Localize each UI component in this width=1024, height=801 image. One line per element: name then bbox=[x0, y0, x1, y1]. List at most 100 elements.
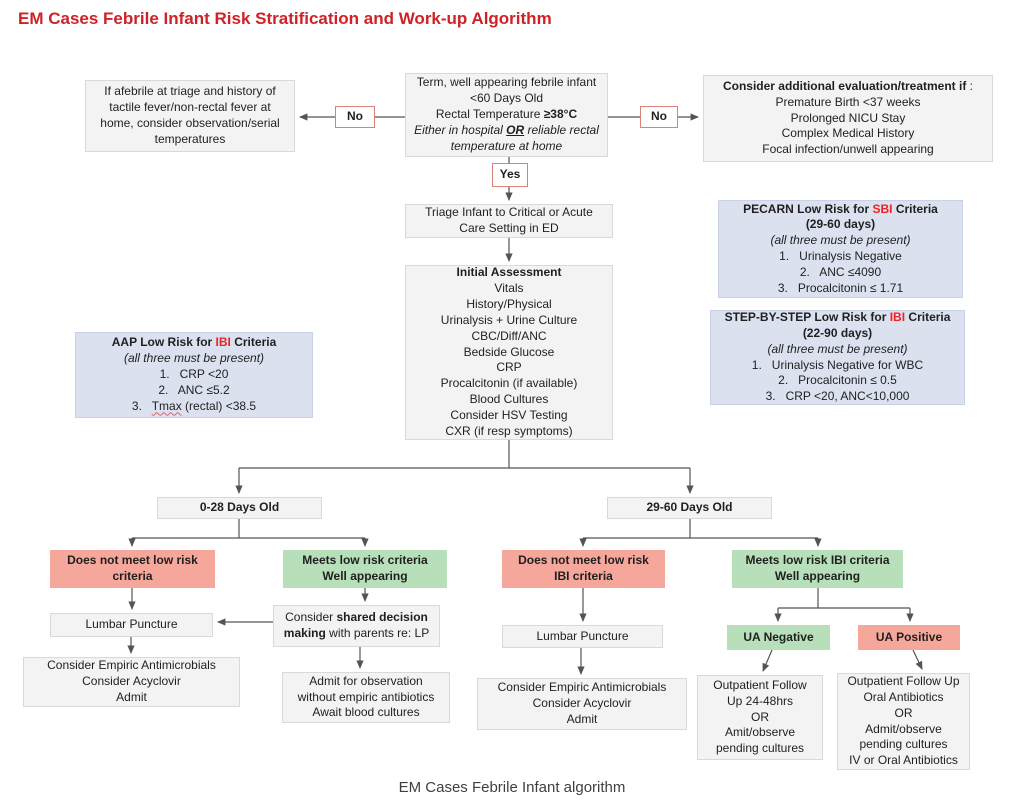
text-line: Procalcitonin (if available) bbox=[440, 376, 578, 391]
text-line: Bedside Glucose bbox=[463, 344, 555, 359]
text-line: No bbox=[651, 109, 667, 124]
text-line: (22-90 days) bbox=[802, 325, 873, 340]
text-line: Either in hospital OR reliable rectal bbox=[410, 123, 603, 139]
lumbar-puncture-right-node: Lumbar Puncture bbox=[502, 625, 663, 648]
text-line: Await blood cultures bbox=[312, 705, 420, 720]
text-line: Outpatient Follow bbox=[713, 677, 807, 692]
afebrile-note-node: If afebrile at triage and history of tac… bbox=[85, 80, 295, 152]
text-segment-bold: Consider additional evaluation/treatment… bbox=[722, 78, 967, 93]
text-line: Oral Antibiotics bbox=[863, 689, 944, 704]
text-line: IBI criteria bbox=[554, 569, 613, 583]
text-line: 2. Procalcitonin ≤ 0.5 bbox=[778, 373, 897, 388]
text-line: <60 Days Old bbox=[469, 91, 544, 106]
text-line: 29-60 Days Old bbox=[646, 500, 733, 515]
text-line: Term, well appearing febrile infant bbox=[416, 75, 597, 90]
text-line: OR bbox=[751, 709, 769, 724]
text-line: Admit for observation bbox=[309, 673, 423, 688]
page-title: EM Cases Febrile Infant Risk Stratificat… bbox=[18, 9, 552, 28]
text-segment: Either in hospital bbox=[414, 122, 507, 137]
low-risk-29-60-node: Meets low risk IBI criteria Well appeari… bbox=[732, 550, 903, 588]
text-line: Care Setting in ED bbox=[459, 221, 559, 235]
start-node: Term, well appearing febrile infant <60 … bbox=[405, 73, 608, 157]
text-line: UA Positive bbox=[875, 629, 943, 644]
text-line: Meets low risk criteria bbox=[302, 553, 428, 568]
text-segment: Rectal Temperature bbox=[435, 107, 544, 122]
text-segment: PECARN Low Risk for bbox=[743, 201, 873, 216]
text-line: Premature Birth <37 weeks bbox=[775, 94, 921, 109]
text-line: Rectal Temperature ≥38°C bbox=[410, 107, 603, 123]
text-segment: STEP-BY-STEP Low Risk for bbox=[724, 310, 890, 325]
text-segment: with parents re: LP bbox=[325, 626, 430, 640]
text-line: Lumbar Puncture bbox=[85, 617, 178, 632]
text-line: Lumbar Puncture bbox=[536, 628, 629, 643]
text-line-title: PECARN Low Risk for SBI Criteria bbox=[723, 202, 958, 218]
text-line: (all three must be present) bbox=[123, 351, 265, 366]
text-line: Admit bbox=[566, 711, 598, 726]
text-line-title: AAP Low Risk for IBI Criteria bbox=[80, 335, 308, 351]
text-line: pending cultures bbox=[859, 737, 948, 752]
text-line: If afebrile at triage and history of bbox=[104, 84, 276, 99]
ua-negative-node: UA Negative bbox=[727, 625, 830, 650]
text-line: Yes bbox=[499, 167, 521, 182]
text-line: Amit/observe bbox=[724, 725, 796, 740]
text-line: temperatures bbox=[154, 131, 226, 146]
text-line: (all three must be present) bbox=[767, 341, 908, 356]
empiric-antimicrobials-left-node: Consider Empiric Antimicrobials Consider… bbox=[23, 657, 240, 707]
text-line: 1. CRP <20 bbox=[159, 367, 229, 382]
text-line: Consider Empiric Antimicrobials bbox=[497, 680, 667, 695]
text-segment: (rectal) <38.5 bbox=[181, 398, 257, 413]
text-line: 1. Urinalysis Negative bbox=[779, 249, 902, 263]
text-line: CXR (if resp symptoms) bbox=[445, 423, 573, 438]
text-line: CBC/Diff/ANC bbox=[471, 328, 547, 343]
low-risk-0-28-node: Meets low risk criteria Well appearing bbox=[283, 550, 447, 588]
text-segment: 3. bbox=[131, 398, 152, 413]
age-29-60-node: 29-60 Days Old bbox=[607, 497, 772, 519]
text-line: Vitals bbox=[494, 281, 524, 296]
text-segment: : bbox=[966, 78, 974, 93]
text-segment: Criteria bbox=[892, 201, 938, 216]
text-line: Admit bbox=[116, 689, 147, 704]
text-line: Up 24-48hrs bbox=[726, 693, 794, 708]
outpatient-ua-negative-node: Outpatient Follow Up 24-48hrs OR Amit/ob… bbox=[697, 675, 823, 760]
aap-criteria-node: AAP Low Risk for IBI Criteria (all three… bbox=[75, 332, 313, 418]
text-segment-bold: making bbox=[283, 626, 326, 640]
triage-node: Triage Infant to Critical or Acute Care … bbox=[405, 204, 613, 238]
text-line: Consider additional evaluation/treatment… bbox=[708, 79, 988, 95]
text-line: UA Negative bbox=[743, 629, 814, 644]
text-line: Consider Acyclovir bbox=[532, 696, 632, 711]
not-low-risk-0-28-node: Does not meet low risk criteria bbox=[50, 550, 215, 588]
text-segment-red: IBI bbox=[215, 335, 231, 350]
text-line: making with parents re: LP bbox=[278, 626, 435, 642]
text-line: (29-60 days) bbox=[805, 217, 876, 232]
text-line: temperature at home bbox=[450, 138, 563, 153]
text-line: Complex Medical History bbox=[781, 126, 915, 141]
text-line: Does not meet low risk bbox=[518, 553, 649, 568]
text-line: Does not meet low risk bbox=[67, 553, 198, 568]
text-line: 2. ANC ≤4090 bbox=[799, 264, 882, 279]
text-line: 3. CRP <20, ANC<10,000 bbox=[765, 389, 910, 404]
not-low-risk-29-60-node: Does not meet low risk IBI criteria bbox=[502, 550, 665, 588]
text-line: Outpatient Follow Up bbox=[847, 674, 960, 689]
text-line: 0-28 Days Old bbox=[199, 500, 280, 515]
outpatient-ua-positive-node: Outpatient Follow Up Oral Antibiotics OR… bbox=[837, 673, 970, 770]
text-line: IV or Oral Antibiotics bbox=[849, 753, 958, 768]
text-segment: Criteria bbox=[230, 335, 277, 350]
text-line: Focal infection/unwell appearing bbox=[762, 142, 934, 157]
text-line: Meets low risk IBI criteria bbox=[745, 553, 890, 568]
text-line: OR bbox=[894, 705, 913, 720]
consider-additional-node: Consider additional evaluation/treatment… bbox=[703, 75, 993, 162]
text-line: History/Physical bbox=[466, 297, 552, 312]
text-segment-bold: shared decision bbox=[336, 610, 428, 625]
text-line: 3. Tmax (rectal) <38.5 bbox=[80, 399, 308, 415]
yes-label: Yes bbox=[492, 163, 528, 187]
lumbar-puncture-left-node: Lumbar Puncture bbox=[50, 613, 213, 637]
text-line: criteria bbox=[112, 569, 153, 583]
text-line-title: Initial Assessment bbox=[456, 265, 562, 280]
text-segment-red: SBI bbox=[872, 201, 893, 216]
text-line: tactile fever/non-rectal fever at bbox=[109, 100, 271, 115]
text-line: No bbox=[347, 109, 363, 124]
no-label-right: No bbox=[640, 106, 678, 128]
text-segment-tmax: Tmax bbox=[151, 398, 182, 413]
text-line: Admit/observe bbox=[865, 721, 942, 736]
